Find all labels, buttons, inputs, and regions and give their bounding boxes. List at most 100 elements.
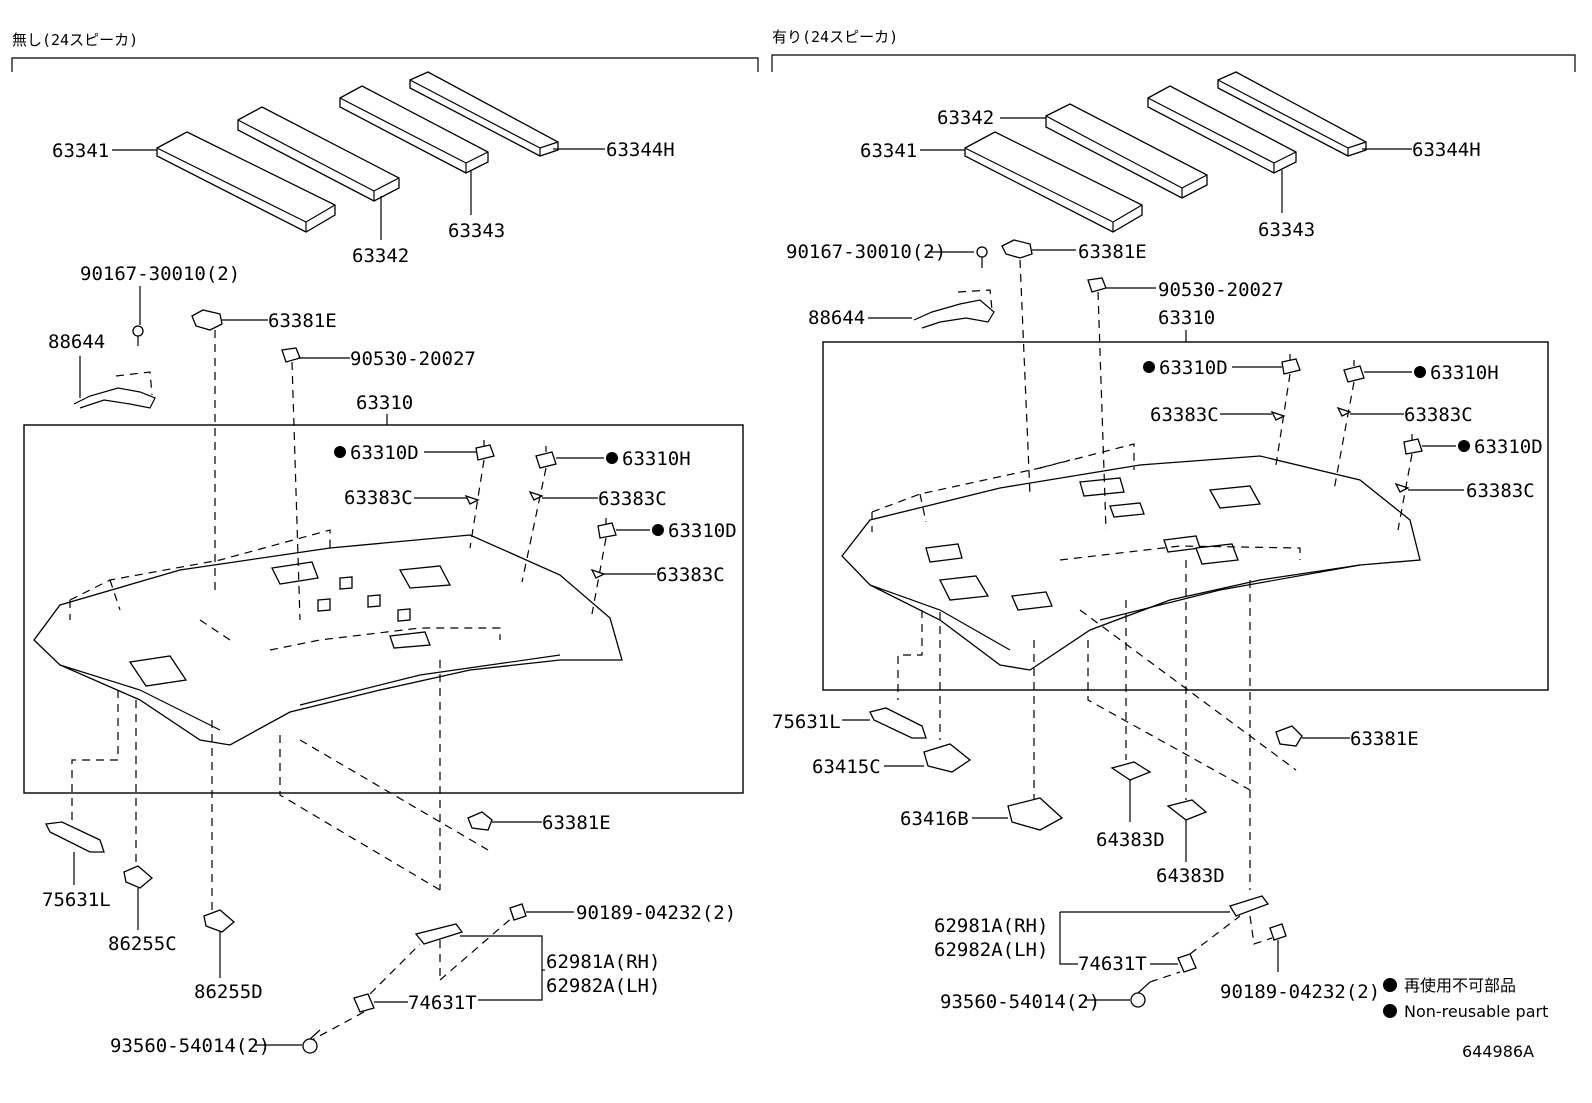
left-clip-90530 — [281, 347, 301, 363]
left-label-62981A: 62981A(RH) — [546, 951, 660, 973]
right-clip-63310H — [1343, 360, 1365, 383]
right-label-74631T: 74631T — [1078, 953, 1147, 975]
left-clip-63310H — [535, 446, 557, 469]
right-section-title: 有り(24スピーカ) — [772, 28, 898, 46]
left-nonreusable-dot-3 — [652, 524, 664, 536]
right-label-63381E-bottom: 63381E — [1350, 728, 1419, 750]
right-bracket-88644 — [913, 289, 995, 329]
right-label-90189: 90189-04232(2) — [1220, 981, 1380, 1003]
left-label-63383C-a: 63383C — [344, 487, 413, 509]
right-label-63416B: 63416B — [900, 808, 969, 830]
right-pad-63341 — [964, 131, 1143, 233]
right-label-88644: 88644 — [808, 307, 865, 329]
right-label-63344H: 63344H — [1412, 139, 1481, 161]
left-label-93560: 93560-54014(2) — [110, 1035, 270, 1057]
left-label-63381E-top: 63381E — [268, 310, 337, 332]
left-pad-63341 — [156, 131, 336, 233]
right-clip-63383C-a — [1270, 410, 1286, 421]
right-clip-63310D-a — [1281, 354, 1301, 375]
left-nonreusable-dot-1 — [334, 446, 346, 458]
left-headliner-box — [23, 424, 744, 794]
right-section-bracket — [771, 54, 1576, 72]
left-label-63310H: 63310H — [622, 448, 691, 470]
left-label-63343: 63343 — [448, 220, 505, 242]
right-label-63341: 63341 — [860, 140, 917, 162]
right-nonreusable-dot-2 — [1414, 366, 1426, 378]
right-visor-62981A — [1229, 895, 1270, 917]
left-clip-63310D-b — [597, 518, 617, 539]
left-label-63383C-b: 63383C — [598, 488, 667, 510]
left-nonreusable-dot-2 — [606, 452, 618, 464]
left-pad-63344H — [409, 71, 559, 157]
left-label-86255D: 86255D — [194, 981, 263, 1003]
right-label-63310H: 63310H — [1430, 362, 1499, 384]
left-holder-74631T — [353, 993, 375, 1013]
left-clip-63381E-top — [191, 309, 223, 331]
left-label-62982A: 62982A(LH) — [546, 975, 660, 997]
left-label-63341: 63341 — [52, 140, 109, 162]
left-label-63342: 63342 — [352, 245, 409, 267]
left-screw-90167 — [132, 325, 144, 346]
left-label-90530: 90530-20027 — [350, 348, 476, 370]
right-label-62981A: 62981A(RH) — [934, 915, 1048, 937]
left-label-63310: 63310 — [356, 392, 413, 414]
legend-en: Non-reusable part — [1404, 1002, 1548, 1021]
right-lamp-64383D-b — [1166, 799, 1208, 821]
left-label-63310D-b: 63310D — [668, 520, 737, 542]
left-label-63383C-c: 63383C — [656, 564, 725, 586]
right-part-63416B — [1007, 797, 1064, 831]
right-headliner-63310 — [841, 443, 1421, 671]
left-section-bracket — [11, 57, 759, 72]
right-screw-93560 — [1130, 981, 1151, 1008]
left-label-75631L: 75631L — [42, 889, 111, 911]
left-part-86255D — [203, 909, 236, 933]
right-label-64383D-a: 64383D — [1096, 829, 1165, 851]
left-part-86255C — [123, 865, 154, 889]
left-pad-63342 — [237, 106, 400, 202]
left-label-63344H: 63344H — [606, 139, 675, 161]
right-screw-90167 — [976, 246, 988, 268]
right-label-63383C-a: 63383C — [1150, 404, 1219, 426]
left-label-63381E-bottom: 63381E — [542, 812, 611, 834]
right-label-75631L: 75631L — [772, 711, 841, 733]
legend-jp: 再使用不可部品 — [1404, 976, 1516, 995]
legend-dot-en — [1383, 1004, 1397, 1018]
left-bracket-88644 — [73, 371, 156, 409]
right-clip-63383C-b — [1336, 406, 1352, 417]
right-label-63310D-b: 63310D — [1474, 436, 1543, 458]
left-headliner-63310 — [33, 529, 623, 746]
left-clip-63383C-a — [464, 494, 480, 505]
left-visor-62981A — [414, 923, 464, 945]
right-clip-63310D-b — [1403, 434, 1423, 455]
left-part-75631L — [45, 821, 105, 853]
left-section-title: 無し(24スピーカ) — [12, 31, 138, 49]
right-label-63383C-b: 63383C — [1404, 404, 1473, 426]
right-clip-63381E-bottom — [1275, 725, 1303, 747]
right-pad-63344H — [1217, 71, 1367, 157]
right-holder-74631T — [1177, 953, 1197, 973]
right-nonreusable-dot-3 — [1458, 440, 1470, 452]
right-label-63342: 63342 — [937, 107, 994, 129]
left-label-90167: 90167-30010(2) — [80, 263, 240, 285]
right-part-75631L — [869, 707, 927, 739]
right-pad-63343 — [1147, 85, 1297, 174]
right-label-62982A: 62982A(LH) — [934, 939, 1048, 961]
right-label-63310D-a: 63310D — [1159, 357, 1228, 379]
left-label-74631T: 74631T — [408, 992, 477, 1014]
right-label-63343: 63343 — [1258, 219, 1315, 241]
right-label-63415C: 63415C — [812, 756, 881, 778]
right-nonreusable-dot-1 — [1143, 361, 1155, 373]
right-screw-90189 — [1269, 923, 1287, 941]
left-screw-90189 — [509, 903, 527, 921]
left-clip-63383C-b — [528, 490, 544, 501]
figure-code: 644986A — [1462, 1042, 1534, 1061]
right-clip-63383C-c — [1394, 482, 1410, 493]
right-label-90167: 90167-30010(2) — [786, 241, 946, 263]
right-lamp-64383D-a — [1110, 761, 1152, 781]
right-label-93560: 93560-54014(2) — [940, 991, 1100, 1013]
right-label-63381E-top: 63381E — [1078, 241, 1147, 263]
right-label-63383C-c: 63383C — [1466, 480, 1535, 502]
left-label-88644: 88644 — [48, 331, 105, 353]
